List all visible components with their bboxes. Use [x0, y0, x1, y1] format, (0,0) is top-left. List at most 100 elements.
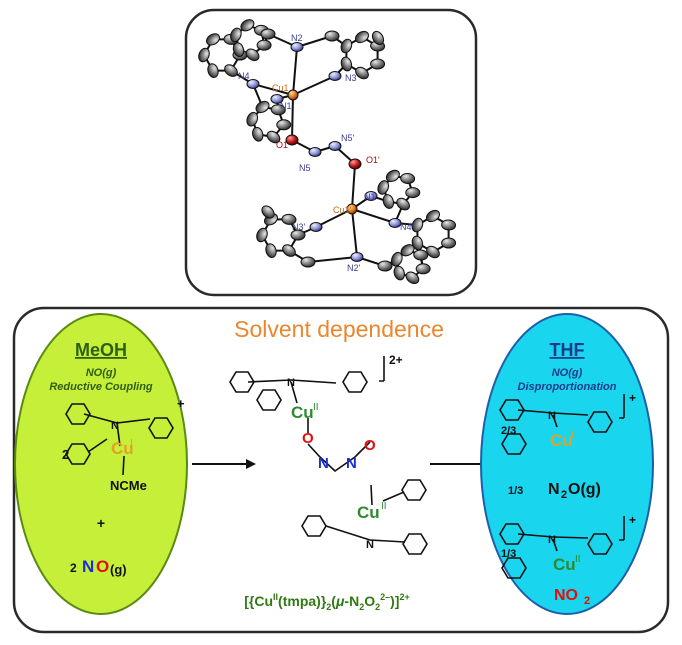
atom-n: [328, 141, 342, 151]
atom-c: [405, 271, 420, 285]
atom-cu: [287, 89, 299, 101]
atom-c: [413, 249, 429, 261]
atom-c: [340, 56, 353, 72]
atom-c: [385, 169, 400, 183]
left-cu-symbol: Cu: [111, 439, 134, 458]
atom-n: [290, 42, 304, 52]
meoh-reagent: NO(g): [86, 367, 117, 379]
dimer-bottom-amine-n: N: [366, 539, 374, 551]
dimer-formula: [{CuII(tmpa)}2(μ-N2O22–)]2+: [244, 592, 409, 612]
atom-n: [270, 94, 284, 104]
atom-c: [265, 243, 277, 258]
dimer-bottom-cu: Cu: [357, 503, 380, 522]
bond: [307, 256, 358, 263]
atom-o: [285, 134, 299, 146]
atom-c: [425, 209, 441, 223]
label-O1-prime: O1': [366, 155, 380, 165]
atom-c: [290, 229, 306, 241]
bond: [351, 208, 396, 224]
atom-c: [426, 245, 440, 259]
bond: [252, 83, 294, 96]
bond: [351, 208, 358, 258]
dimer-oxygen-1: O: [302, 430, 314, 447]
atom-n: [388, 218, 402, 228]
svg-text:2: 2: [561, 489, 567, 501]
dimer-nitrogen-2: N: [346, 455, 357, 472]
dimer-charge: 2+: [389, 353, 403, 367]
left-cu-oxidation: I: [130, 438, 133, 449]
hyponitrite-dimer-structure: [229, 371, 428, 555]
thf-reagent: NO(g): [552, 367, 583, 379]
label-N1: N1: [280, 101, 292, 111]
dimer-top-cu-oxidation: II: [313, 402, 319, 413]
svg-text:O(g): O(g): [568, 481, 601, 498]
panel-title: Solvent dependence: [234, 316, 444, 342]
left-amine-n: N: [111, 420, 119, 432]
atom-n: [364, 191, 378, 201]
label-N4: N4: [238, 71, 250, 81]
atom-o: [348, 158, 362, 170]
svg-text:2: 2: [70, 561, 77, 575]
atom-c: [400, 172, 416, 185]
label-N5: N5: [299, 163, 311, 173]
svg-text:NO: NO: [554, 587, 578, 604]
bond: [292, 46, 298, 96]
atom-c: [377, 180, 390, 195]
atom-n: [309, 222, 323, 232]
right-top-amine-n: N: [548, 410, 556, 422]
crystal-structure-panel: N2 Cu1 N4 N3 N1 O1 N5' N5 O1' N1' Cu1' N…: [184, 8, 478, 297]
right-top-charge: +: [629, 391, 636, 405]
right-coefficient-1: 2/3: [501, 425, 516, 437]
atom-c: [245, 48, 260, 62]
label-N3-prime: N3': [292, 222, 306, 232]
meoh-ellipse: [14, 313, 188, 615]
atom-c: [261, 205, 275, 219]
right-bottom-charge: +: [629, 513, 636, 527]
dimer-bracket: [379, 356, 385, 382]
dimer-nitrogen-1: N: [318, 455, 329, 472]
right-top-cu-oxidation: I: [571, 430, 574, 441]
atom-c: [230, 27, 242, 43]
bond: [315, 208, 353, 228]
atom-c: [324, 30, 340, 42]
svg-text:O: O: [96, 557, 109, 576]
atom-n: [328, 71, 342, 81]
nitrous-oxide-product: N 2 O(g): [548, 481, 601, 501]
bond: [291, 94, 294, 141]
cu-i-complex-left: [65, 403, 174, 476]
right-bottom-bracket: [619, 516, 625, 541]
atom-c: [232, 42, 245, 58]
atom-c: [400, 244, 415, 257]
solvent-dependence-panel: Solvent dependence MeOH NO(g) Reductive …: [12, 306, 670, 634]
atom-c: [270, 104, 286, 116]
label-N3: N3: [345, 73, 357, 83]
atom-n: [246, 79, 260, 89]
label-Cu1: Cu1: [272, 83, 289, 93]
nitric-oxide-reagent: 2 N O (g): [70, 557, 127, 577]
atom-c: [377, 260, 393, 272]
atom-c: [371, 30, 385, 46]
atom-n: [308, 147, 322, 157]
atom-c: [370, 58, 386, 70]
atom-n: [350, 252, 364, 262]
thf-process: Disproportionation: [518, 381, 617, 393]
atom-c: [260, 28, 276, 40]
right-top-bracket: [619, 394, 625, 419]
atom-c: [256, 39, 272, 51]
label-N1-prime: N1': [364, 192, 378, 202]
atom-c: [240, 19, 255, 32]
atom-c: [354, 30, 370, 44]
label-Cu1-prime: Cu1': [333, 205, 352, 215]
label-N2-prime: N2': [347, 263, 361, 273]
atom-c: [405, 187, 421, 199]
left-charge: +: [177, 396, 185, 411]
meoh-process: Reductive Coupling: [49, 381, 153, 393]
svg-text:(g): (g): [110, 562, 127, 577]
cu-ii-nitrite-complex-right: [499, 523, 613, 579]
atom-c: [300, 256, 316, 268]
atom-c: [441, 219, 457, 231]
right-top-cu: Cu: [550, 431, 573, 450]
thf-ellipse: [480, 313, 654, 615]
bond: [351, 163, 356, 210]
